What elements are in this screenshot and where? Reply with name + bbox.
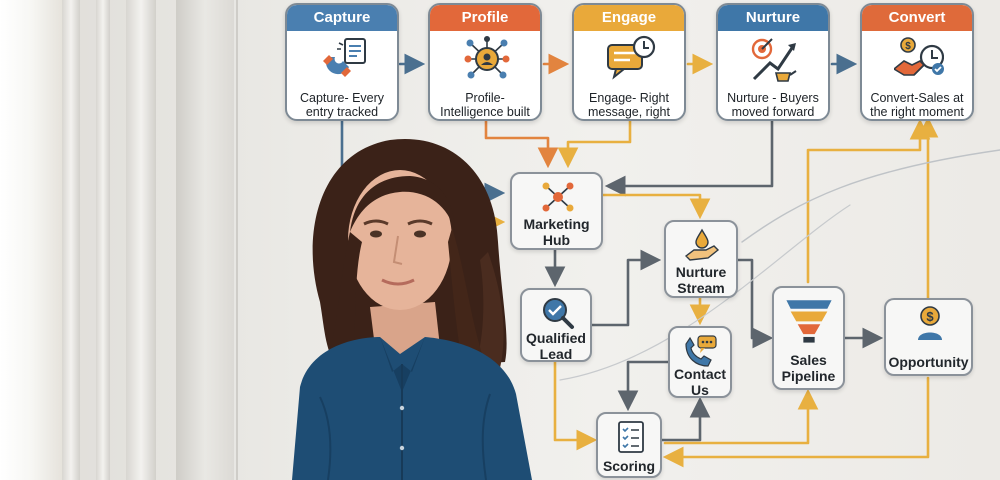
stage-convert[interactable]: Convert $ Convert-Sales at the right mom… [860, 3, 974, 121]
stage-title: Convert [862, 5, 972, 31]
arrow-lead-scoring [553, 360, 598, 451]
gear-network-icon [464, 36, 510, 79]
stage-profile[interactable]: Profile Profile- Intelligence built auto… [428, 3, 542, 121]
arrow-lead-stream [590, 249, 662, 327]
arrow-scoring-pipeline [663, 388, 819, 445]
stage-caption: Capture- Every entry tracked [299, 91, 385, 119]
stage-caption: Nurture - Buyers moved forward [727, 91, 819, 119]
node-label: Marketing Hub [523, 216, 590, 248]
svg-text:$: $ [926, 309, 934, 324]
phone-chat-icon [685, 335, 717, 367]
wall-corner [236, 0, 238, 480]
background-curve [741, 149, 1000, 243]
stage-caption: Convert-Sales at the right moment [870, 91, 964, 119]
stage-title: Profile [430, 5, 540, 31]
stage-engage[interactable]: Engage Engage- Right message, right time [572, 3, 686, 121]
arrow-profile-hub [484, 118, 559, 169]
window-frame [126, 0, 156, 480]
hand-drop-icon [684, 228, 720, 261]
stage-caption: Engage- Right message, right time [588, 91, 670, 119]
woman-portrait [292, 138, 532, 480]
node-label: Nurture Stream [675, 264, 727, 296]
node-nurture-stream[interactable]: Nurture Stream [664, 220, 738, 298]
arrow-opportunity-scoring [662, 376, 930, 468]
node-qualified-lead[interactable]: Qualified Lead [520, 288, 592, 362]
window-frame [96, 0, 110, 480]
stage-title: Engage [574, 5, 684, 31]
arrow-contact-scoring [617, 360, 670, 412]
window-frame [176, 0, 234, 480]
window-glass [0, 0, 62, 480]
node-label: Scoring [602, 458, 656, 474]
node-opportunity[interactable]: $ Opportunity [884, 298, 973, 376]
node-label: Opportunity [888, 354, 969, 370]
arrow-hub-stream [601, 193, 711, 220]
node-label: Contact Us [673, 366, 727, 398]
background-curve [559, 204, 851, 381]
office-window [0, 0, 235, 480]
checklist-icon [618, 421, 644, 453]
message-clock-icon [607, 35, 656, 80]
node-label: Qualified Lead [526, 330, 586, 362]
node-sales-pipeline[interactable]: Sales Pipeline [772, 286, 845, 390]
stage-nurture[interactable]: Nurture Nurture - Buyers moved forward [716, 3, 830, 121]
window-frame [62, 0, 80, 480]
magnifier-check-icon [543, 298, 574, 329]
node-scoring[interactable]: Scoring [596, 412, 662, 478]
arrow-scoring-contact [660, 396, 711, 442]
stage-title: Capture [287, 5, 397, 31]
arrow-nurture-hub [604, 118, 774, 197]
node-marketing-hub[interactable]: Marketing Hub [510, 172, 603, 250]
coin-person-icon: $ [918, 306, 942, 340]
node-label: Sales Pipeline [781, 352, 836, 384]
node-contact-us[interactable]: Contact Us [668, 326, 732, 398]
target-growth-icon [751, 38, 797, 82]
stage-title: Nurture [718, 5, 828, 31]
hub-network-icon [542, 182, 574, 212]
funnel-icon [786, 300, 832, 343]
handshake-clock-icon: $ [894, 37, 944, 76]
stage-capture[interactable]: Capture Capture- Every entry tracked [285, 3, 399, 121]
arrow-pipeline-convert [806, 118, 931, 284]
arrow-engage-hub [557, 118, 632, 169]
magnet-form-icon [323, 38, 366, 77]
stage-caption: Profile- Intelligence built automation [440, 91, 530, 119]
arrow-stream-pipeline [736, 258, 774, 349]
svg-text:$: $ [905, 41, 911, 52]
